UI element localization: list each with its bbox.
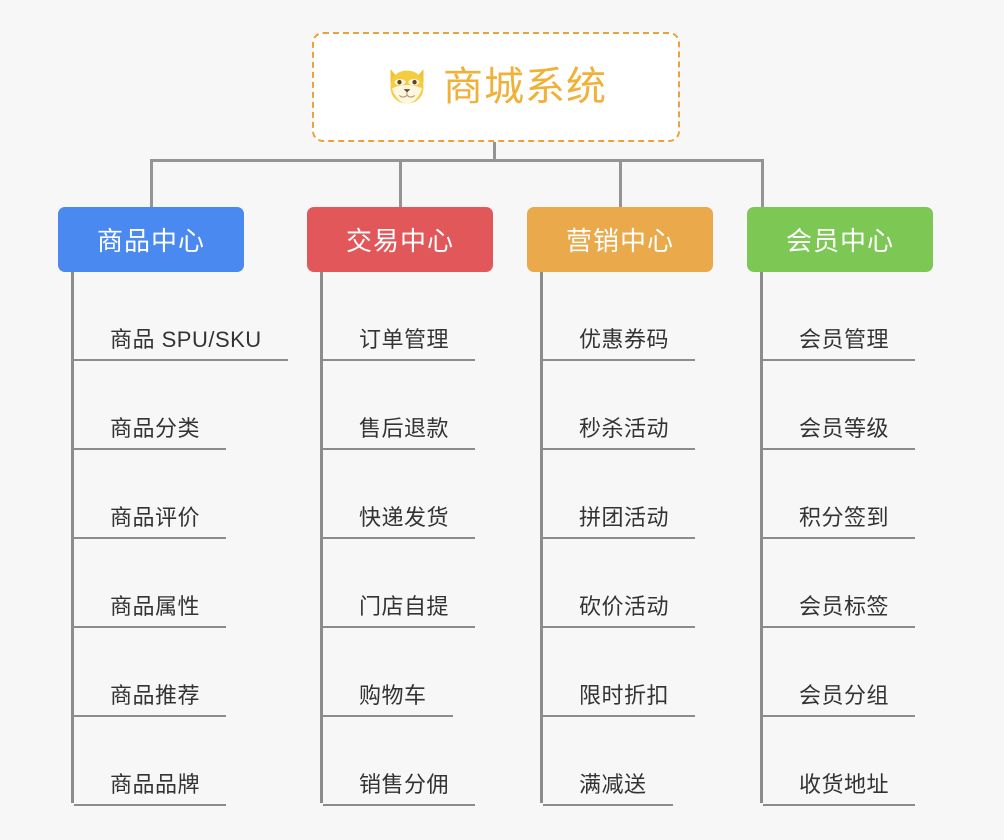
leaf-label: 会员标签 — [799, 594, 890, 620]
list-item[interactable]: 订单管理 — [320, 272, 476, 361]
leaf-label: 商品分类 — [110, 416, 201, 442]
list-item[interactable]: 门店自提 — [320, 539, 476, 628]
leaf-label: 收货地址 — [799, 772, 890, 798]
category-column-marketing: 营销中心 优惠券码 秒杀活动 拼团活动 砍价活动 限时折扣 满减送 — [527, 207, 713, 806]
list-item[interactable]: 购物车 — [320, 628, 453, 717]
list-item[interactable]: 积分签到 — [760, 450, 916, 539]
leaf-label: 商品属性 — [110, 594, 201, 620]
category-label: 商品中心 — [96, 226, 205, 256]
leaf-label: 售后退款 — [359, 416, 450, 442]
list-item[interactable]: 商品品牌 — [71, 717, 227, 806]
list-item[interactable]: 快递发货 — [320, 450, 476, 539]
leaf-label: 秒杀活动 — [579, 416, 670, 442]
leaf-label: 订单管理 — [359, 327, 450, 353]
list-item[interactable]: 会员标签 — [760, 539, 916, 628]
category-trunk-line — [760, 272, 763, 803]
leaf-label: 商品 SPU/SKU — [110, 327, 262, 353]
leaf-label: 砍价活动 — [579, 594, 670, 620]
list-item[interactable]: 会员管理 — [760, 272, 916, 361]
list-item[interactable]: 限时折扣 — [540, 628, 696, 717]
list-item[interactable]: 砍价活动 — [540, 539, 696, 628]
list-item[interactable]: 销售分佣 — [320, 717, 476, 806]
category-trunk-line — [71, 272, 74, 803]
category-column-trade: 交易中心 订单管理 售后退款 快递发货 门店自提 购物车 销售分佣 — [307, 207, 493, 806]
list-item[interactable]: 优惠券码 — [540, 272, 696, 361]
leaf-label: 优惠券码 — [579, 327, 670, 353]
category-label: 会员中心 — [785, 226, 894, 256]
leaf-label: 商品评价 — [110, 505, 201, 531]
list-item[interactable]: 商品 SPU/SKU — [71, 272, 288, 361]
leaf-label: 限时折扣 — [579, 683, 670, 709]
connector-drop-1 — [150, 159, 153, 207]
list-item[interactable]: 商品推荐 — [71, 628, 227, 717]
list-item[interactable]: 收货地址 — [760, 717, 916, 806]
category-header-marketing[interactable]: 营销中心 — [527, 207, 713, 272]
leaf-label: 商品推荐 — [110, 683, 201, 709]
connector-root-stem — [493, 142, 496, 162]
list-item[interactable]: 满减送 — [540, 717, 673, 806]
list-item[interactable]: 会员等级 — [760, 361, 916, 450]
category-column-member: 会员中心 会员管理 会员等级 积分签到 会员标签 会员分组 收货地址 — [747, 207, 933, 806]
leaf-label: 销售分佣 — [359, 772, 450, 798]
shiba-dog-face-icon — [390, 69, 424, 104]
leaf-label: 会员分组 — [799, 683, 890, 709]
category-header-trade[interactable]: 交易中心 — [307, 207, 493, 272]
connector-drop-2 — [399, 159, 402, 207]
connector-horizontal-bus — [150, 159, 764, 162]
leaf-label: 满减送 — [579, 772, 647, 798]
list-item[interactable]: 商品评价 — [71, 450, 227, 539]
leaf-label: 拼团活动 — [579, 505, 670, 531]
list-item[interactable]: 商品分类 — [71, 361, 227, 450]
list-item[interactable]: 会员分组 — [760, 628, 916, 717]
category-header-product[interactable]: 商品中心 — [58, 207, 244, 272]
list-item[interactable]: 售后退款 — [320, 361, 476, 450]
leaf-label: 购物车 — [359, 683, 427, 709]
leaf-label: 商品品牌 — [110, 772, 201, 798]
leaf-label: 会员管理 — [799, 327, 890, 353]
list-item[interactable]: 拼团活动 — [540, 450, 696, 539]
list-item[interactable]: 商品属性 — [71, 539, 227, 628]
category-label: 交易中心 — [345, 226, 454, 256]
root-title: 商城系统 — [443, 65, 607, 109]
connector-drop-3 — [619, 159, 622, 207]
leaf-label: 会员等级 — [799, 416, 890, 442]
leaf-label: 门店自提 — [359, 594, 450, 620]
leaf-label: 快递发货 — [359, 505, 450, 531]
category-trunk-line — [320, 272, 323, 803]
category-label: 营销中心 — [565, 226, 674, 256]
category-header-member[interactable]: 会员中心 — [747, 207, 933, 272]
connector-drop-4 — [761, 159, 764, 207]
category-column-product: 商品中心 商品 SPU/SKU 商品分类 商品评价 商品属性 商品推荐 商品品牌 — [58, 207, 288, 806]
leaf-label: 积分签到 — [799, 505, 890, 531]
root-node[interactable]: 商城系统 — [312, 32, 680, 142]
list-item[interactable]: 秒杀活动 — [540, 361, 696, 450]
category-trunk-line — [540, 272, 543, 803]
